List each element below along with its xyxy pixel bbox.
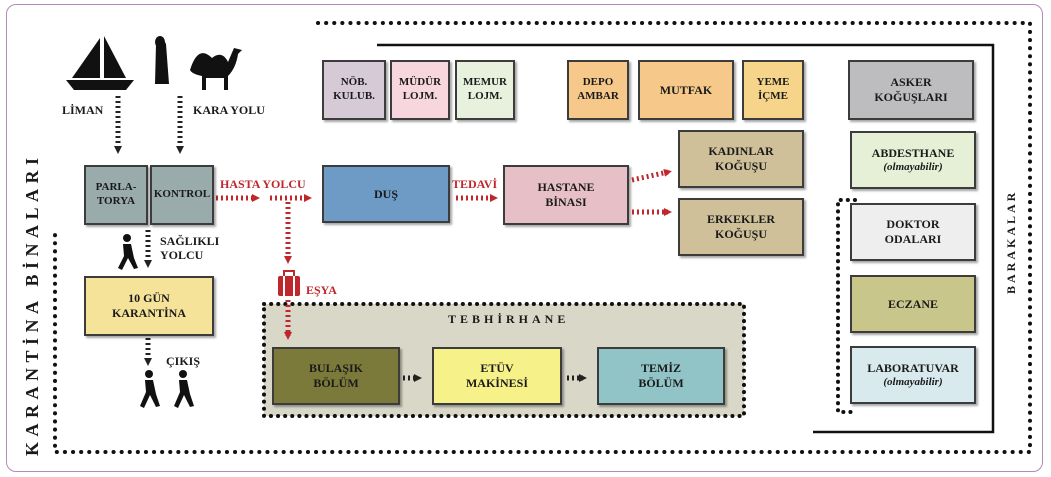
hastane-box: HASTANE BİNASI [503,165,629,225]
camel-rider-icon [155,36,242,90]
cikis-label: ÇIKIŞ [166,354,201,368]
laboratuvar-note: (olmayabilir) [883,375,943,388]
hasta-yolcu-label: HASTA YOLCU [220,177,306,191]
eczane-text: ECZANE [887,296,938,311]
mutfak-text: MUTFAK [659,82,713,97]
bulasik-box: BULAŞIK BÖLÜM [272,347,400,405]
abdesthane-text: ABDESTHANE [871,145,955,160]
mudur-lojm-box: MÜDÜR LOJM. [390,60,450,120]
doktor-text: DOKTOR ODALARI [884,217,942,246]
parlatorya-box: PARLA- TORYA [84,165,148,225]
hastane-text: HASTANE BİNASI [537,180,595,209]
nob-kulub-box: NÖB. KULUB. [322,60,386,120]
walking-people-icon [140,370,194,408]
eczane-box: ECZANE [850,275,976,333]
karantina-box: 10 GÜN KARANTİNA [84,276,214,336]
bulasik-text: BULAŞIK BÖLÜM [308,361,364,390]
erkekler-box: ERKEKLER KOĞUŞU [678,198,804,256]
temiz-text: TEMİZ BÖLÜM [638,361,684,390]
temiz-box: TEMİZ BÖLÜM [597,347,725,405]
yeme-icme-text: YEME İÇME [756,76,790,102]
liman-label: LİMAN [62,103,104,117]
memur-lojm-text: MEMUR LOJM. [463,76,507,102]
right-column-dotted-bracket [836,198,857,414]
kara-yolu-label: KARA YOLU [193,103,265,117]
saglikli-yolcu-label: SAĞLIKLI YOLCU [160,234,220,263]
red-arrows [216,168,672,340]
dus-box: DUŞ [322,165,450,223]
doktor-box: DOKTOR ODALARI [850,203,976,261]
outer-dotted-boundary [53,21,1032,454]
kadinlar-text: KADINLAR KOĞUŞU [708,144,774,173]
barracks-solid-line [377,43,995,434]
depo-ambar-text: DEPO AMBAR [577,76,619,102]
erkekler-text: ERKEKLER KOĞUŞU [706,212,775,241]
parlatorya-text: PARLA- TORYA [95,181,137,207]
tedavi-label: TEDAVİ [452,177,498,191]
asker-kogus-box: ASKER KOĞUŞLARI [848,60,974,120]
abdesthane-box: ABDESTHANE (olmayabilir) [850,131,976,189]
depo-ambar-box: DEPO AMBAR [567,60,629,120]
kontrol-text: KONTROL [153,188,211,201]
yeme-icme-box: YEME İÇME [742,60,804,120]
karantina-text: 10 GÜN KARANTİNA [111,291,186,320]
memur-lojm-box: MEMUR LOJM. [455,60,515,120]
kadinlar-box: KADINLAR KOĞUŞU [678,130,804,188]
esya-label: EŞYA [306,283,337,297]
kontrol-box: KONTROL [150,165,214,225]
asker-kogus-text: ASKER KOĞUŞLARI [874,75,948,104]
laboratuvar-text: LABORATUVAR [867,360,959,375]
nob-kulub-text: NÖB. KULUB. [333,76,375,102]
entry-arrows [114,96,587,382]
luggage-icon [278,270,300,296]
tebhirhane-title: TEBHİRHANE [448,312,570,326]
sailboat-icon [66,36,134,90]
laboratuvar-box: LABORATUVAR (olmayabilir) [850,346,976,404]
barakalar-label: BARAKALAR [1004,189,1018,294]
mutfak-box: MUTFAK [638,60,734,120]
mudur-lojm-text: MÜDÜR LOJM. [398,76,442,102]
abdesthane-note: (olmayabilir) [883,160,943,173]
diagram-frame [6,4,1043,472]
etuv-box: ETÜV MAKİNESİ [432,347,562,405]
karantina-binalari-label: KARANTİNA BİNALARI [22,152,42,456]
dus-text: DUŞ [373,186,398,201]
etuv-text: ETÜV MAKİNESİ [465,361,528,390]
walking-person-icon [118,234,138,270]
